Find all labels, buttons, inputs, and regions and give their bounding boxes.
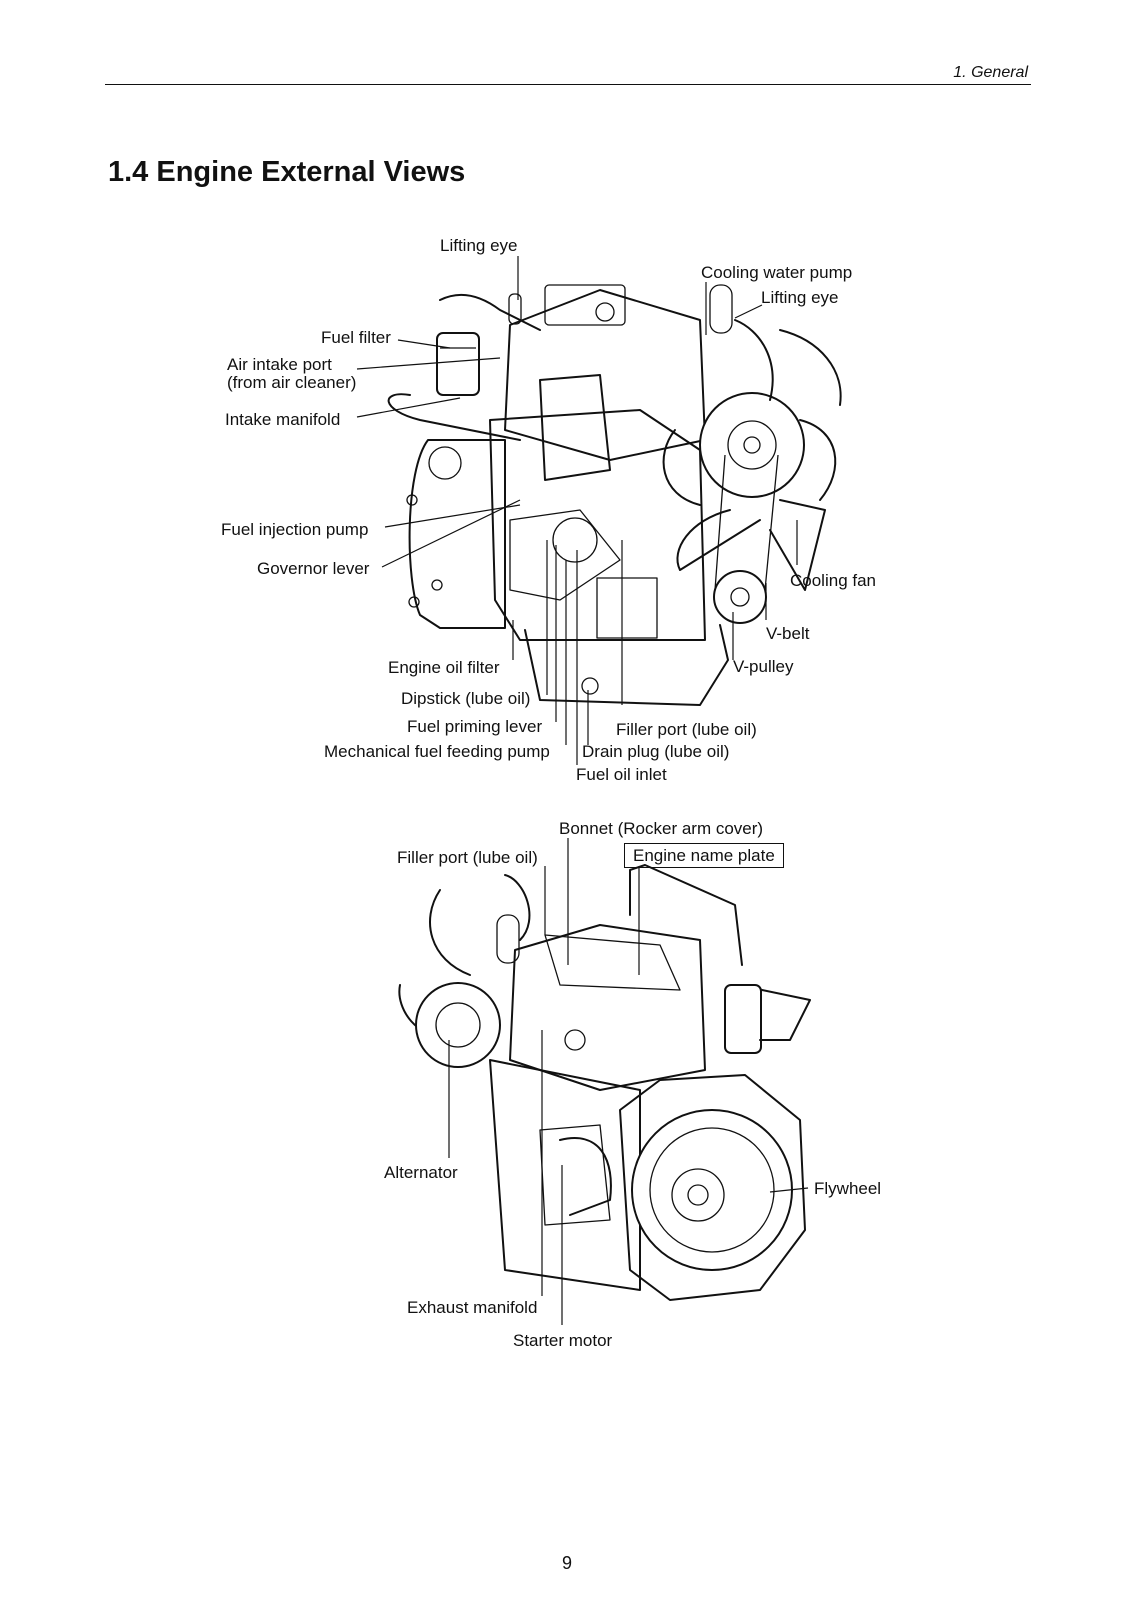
label-governor-lever: Governor lever: [257, 559, 370, 578]
label-intake-manifold: Intake manifold: [225, 410, 341, 429]
label-bonnet: Bonnet (Rocker arm cover): [559, 819, 764, 838]
label-drain-plug: Drain plug (lube oil): [582, 742, 730, 761]
label-alternator: Alternator: [384, 1163, 458, 1182]
page-number: 9: [562, 1553, 573, 1573]
label-filler-port-bottom: Filler port (lube oil): [397, 848, 538, 867]
label-cooling-fan: Cooling fan: [790, 571, 877, 590]
label-engine-oil-filter: Engine oil filter: [388, 658, 500, 677]
label-filler-port-top: Filler port (lube oil): [616, 720, 757, 739]
label-lifting-eye-right: Lifting eye: [761, 288, 839, 307]
label-fuel-injection-pump: Fuel injection pump: [221, 520, 369, 539]
label-air-intake-port-line2: (from air cleaner): [227, 373, 357, 392]
label-fuel-priming-lever: Fuel priming lever: [407, 717, 543, 736]
bottom-leader-lines: [448, 838, 809, 1325]
engine-front-view-illustration: [356, 256, 842, 765]
label-flywheel: Flywheel: [814, 1179, 882, 1198]
label-mechanical-fuel-feeding-pump: Mechanical fuel feeding pump: [324, 742, 550, 761]
header-rule: [105, 84, 1031, 85]
label-exhaust-manifold: Exhaust manifold: [407, 1298, 538, 1317]
label-lifting-eye-left: Lifting eye: [440, 236, 518, 255]
header-section-label: 1. General: [953, 64, 1028, 81]
engine-rear-view-illustration: [398, 838, 811, 1325]
label-dipstick: Dipstick (lube oil): [401, 689, 531, 708]
label-air-intake-port-line1: Air intake port: [227, 355, 332, 374]
label-v-belt: V-belt: [766, 624, 810, 643]
label-starter-motor: Starter motor: [513, 1331, 613, 1350]
label-v-pulley: V-pulley: [733, 657, 794, 676]
label-engine-name-plate: Engine name plate: [624, 843, 784, 868]
label-fuel-oil-inlet: Fuel oil inlet: [576, 765, 667, 784]
label-cooling-water-pump: Cooling water pump: [701, 263, 853, 282]
top-leader-lines: [356, 256, 798, 765]
page-title: 1.4 Engine External Views: [108, 156, 466, 188]
label-fuel-filter: Fuel filter: [321, 328, 391, 347]
engine-front-drawing: [387, 284, 842, 706]
engine-rear-drawing: [398, 864, 811, 1301]
